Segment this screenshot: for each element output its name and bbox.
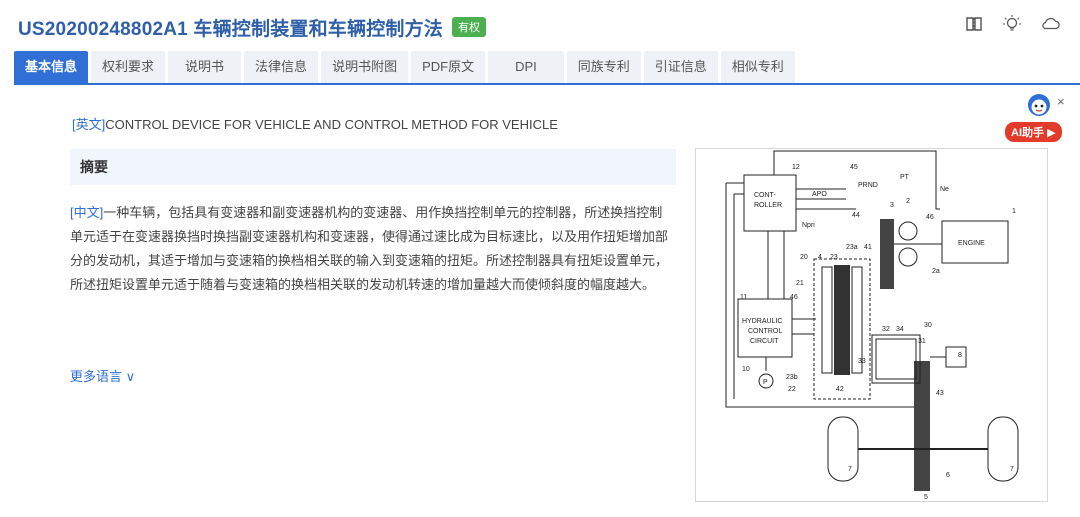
ref-num: 6 [946, 472, 950, 479]
ref-num: 33 [858, 358, 866, 365]
ref-num: 46 [790, 294, 798, 301]
tab-family-patents[interactable]: 同族专利 [566, 51, 641, 83]
ref-num: 30 [924, 322, 932, 329]
tab-dpi[interactable]: DPI [488, 51, 564, 83]
controller-label: ROLLER [754, 202, 782, 209]
ai-helper-label: AI助手 [1011, 127, 1044, 139]
ref-num: 21 [796, 280, 804, 287]
patent-title: US20200248802A1 车辆控制装置和车辆控制方法 [18, 19, 443, 40]
ai-mascot-icon[interactable] [1025, 92, 1053, 122]
ref-num: 45 [850, 164, 858, 171]
ref-num: 23a [846, 244, 858, 251]
abstract-heading: 摘要 [70, 149, 676, 185]
ref-num: 22 [788, 386, 796, 393]
ref-num: 20 [800, 254, 808, 261]
ref-num: 41 [864, 244, 872, 251]
ai-close-icon[interactable]: × [1057, 94, 1065, 109]
ref-num: 10 [742, 366, 750, 373]
cloud-icon[interactable] [1040, 14, 1060, 34]
ref-num: 2a [932, 268, 940, 275]
controller-box [743, 174, 797, 232]
tab-description[interactable]: 说明书 [168, 51, 242, 83]
ref-num: 46 [926, 214, 934, 221]
chinese-tag[interactable]: [中文] [70, 205, 104, 220]
ai-helper[interactable]: × AI助手 ▶ [1003, 92, 1073, 142]
engine-label: ENGINE [958, 240, 985, 247]
tab-similar-patents[interactable]: 相似专利 [720, 51, 795, 83]
abstract-line: 分的发动机，其适于增加与变速箱的换档相关联的输入到变速箱的扭矩。所述控制器具有扭… [70, 253, 669, 268]
ref-num: 8 [958, 352, 962, 359]
ref-num: 32 [882, 326, 890, 333]
tab-legal-info[interactable]: 法律信息 [244, 51, 319, 83]
ref-num: 23 [830, 254, 838, 261]
pump-label: P [763, 379, 768, 386]
tab-basic-info[interactable]: 基本信息 [14, 51, 89, 83]
apo-label: APO [812, 191, 827, 198]
ref-num: 7 [848, 466, 852, 473]
ref-num: 44 [852, 212, 860, 219]
tab-claims[interactable]: 权利要求 [91, 51, 166, 83]
hydraulic-label: HYDRAULIC [742, 318, 782, 325]
ref-num: 7 [1010, 466, 1014, 473]
hydraulic-label: CIRCUIT [750, 338, 779, 345]
book-icon[interactable] [964, 14, 984, 34]
status-badge: 有权 [452, 17, 486, 37]
ne-label: Ne [940, 186, 949, 193]
abstract-text: [中文]一种车辆，包括具有变速器和副变速器机构的变速器、用作换挡控制单元的控制器… [70, 201, 676, 297]
abstract-line: 所述扭矩设置单元适于随着与变速箱的换档相关联的发动机转速的增加量越大而使倾斜度的… [70, 277, 656, 292]
hydraulic-label: CONTROL [748, 328, 782, 335]
tab-bar: 基本信息 权利要求 说明书 法律信息 说明书附图 PDF原文 DPI 同族专利 … [14, 51, 795, 83]
tab-drawings[interactable]: 说明书附图 [321, 51, 409, 83]
top-icon-bar [964, 14, 1060, 34]
ref-num: 34 [896, 326, 904, 333]
ref-num: 2 [906, 198, 910, 205]
ref-num: 11 [740, 294, 747, 301]
pt-label: PT [900, 174, 910, 181]
controller-label: CONT- [754, 192, 776, 199]
abstract-line: 单元适于在变速器换挡时换挡副变速器机构和变速器，使得通过速比成为目标速比，以及用… [70, 229, 669, 244]
tab-underline [14, 83, 1080, 85]
english-title-text: CONTROL DEVICE FOR VEHICLE AND CONTROL M… [105, 117, 558, 132]
abstract-line: [中文]一种车辆，包括具有变速器和副变速器机构的变速器、用作换挡控制单元的控制器… [70, 205, 663, 220]
engine-box [941, 220, 1009, 264]
play-icon: ▶ [1047, 127, 1056, 139]
english-tag[interactable]: [英文] [72, 117, 106, 132]
patent-drawing[interactable]: CONT- ROLLER ENGINE HYDRAULIC CONTROL CI… [695, 148, 1048, 502]
english-title: [英文]CONTROL DEVICE FOR VEHICLE AND CONTR… [72, 114, 558, 133]
ref-num: 31 [918, 338, 926, 345]
tab-pdf[interactable]: PDF原文 [411, 51, 486, 83]
header: US20200248802A1 车辆控制装置和车辆控制方法 有权 [0, 0, 1080, 52]
prnd-label: PRND [858, 182, 878, 189]
ref-num: 23b [786, 374, 798, 381]
npri-label: Npri [802, 222, 815, 229]
lightbulb-icon[interactable] [1002, 14, 1022, 34]
ref-num: 43 [936, 390, 944, 397]
tab-citations[interactable]: 引证信息 [643, 51, 718, 83]
ref-num: 5 [924, 494, 928, 501]
ref-num: 12 [792, 164, 800, 171]
more-languages-link[interactable]: 更多语言 ∨ [70, 369, 136, 384]
ai-helper-button[interactable]: AI助手 ▶ [1005, 122, 1062, 142]
ref-num: 4 [818, 254, 822, 261]
ref-num: 3 [890, 202, 894, 209]
hydraulic-box [737, 298, 793, 358]
ref-num: 1 [1012, 208, 1016, 215]
ref-num: 42 [836, 386, 844, 393]
